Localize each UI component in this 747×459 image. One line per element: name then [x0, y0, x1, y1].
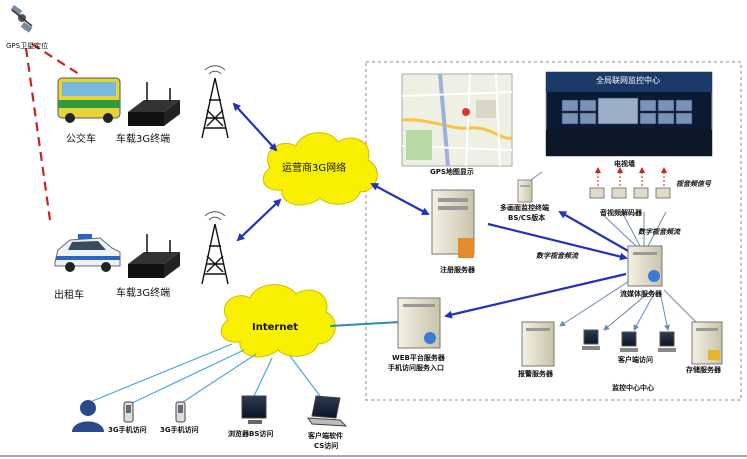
internet-client-links	[89, 343, 321, 405]
client-soft-label-2: CS访问	[314, 442, 339, 450]
satellite-icon	[10, 5, 33, 33]
user-person-icon	[72, 400, 104, 432]
cell-tower-2-icon	[201, 211, 229, 285]
av-signal-label: 视音频信号	[676, 180, 711, 188]
decoder-label: 音视频解码器	[600, 209, 642, 217]
terminal-2-icon	[128, 234, 180, 278]
laptop-icon	[307, 395, 348, 427]
media-server-icon	[627, 245, 663, 287]
digital-stream-label-2: 数字视音频流	[536, 252, 578, 260]
digital-stream-label-1: 数字视音频流	[638, 228, 680, 236]
browser-monitor-icon	[241, 395, 267, 424]
terminal-1-icon	[128, 82, 180, 126]
monitoring-center-frame	[365, 61, 742, 401]
tv-wall-label: 电视墙	[614, 160, 635, 168]
web-server-icon	[397, 297, 441, 349]
terminal-1-label: 车载3G终端	[116, 134, 171, 145]
center-label: 监控中心中心	[612, 384, 654, 392]
client-access-pcs	[582, 329, 676, 352]
multi-monitor-label-2: BS/CS版本	[508, 214, 546, 222]
register-server-label: 注册服务器	[440, 266, 475, 274]
internet-label: Internet	[252, 322, 299, 333]
media-server-label: 流媒体服务器	[620, 290, 662, 298]
phone-1-label: 3G手机访问	[108, 426, 147, 434]
internet-cloud	[220, 284, 336, 358]
av-decoders	[589, 187, 671, 199]
browser-label: 浏览器BS访问	[228, 430, 274, 438]
phone-1-icon	[123, 401, 134, 423]
phone-2-label: 3G手机访问	[160, 426, 199, 434]
storage-server-icon	[691, 321, 723, 365]
multi-monitor-terminal-icon	[517, 179, 533, 203]
bus-icon	[57, 77, 121, 123]
taxi-label: 出租车	[54, 290, 84, 301]
tv-wall-title: 全局联网监控中心	[596, 76, 660, 85]
gps-map-label: GPS地图显示	[430, 168, 474, 176]
alarm-server-label: 报警服务器	[518, 370, 553, 378]
decoder-to-tvwall-arrows	[595, 167, 667, 186]
web-server-label-1: WEB平台服务器	[392, 354, 445, 362]
multi-monitor-label-1: 多画面监控终端	[500, 204, 549, 212]
gps-map-display	[401, 73, 513, 167]
carrier-3g-cloud	[262, 132, 378, 206]
client-soft-label-1: 客户端软件	[308, 432, 343, 440]
terminal-2-label: 车载3G终端	[116, 288, 171, 299]
taxi-icon	[54, 234, 121, 272]
bus-label: 公交车	[66, 134, 96, 145]
client-access-label: 客户端访问	[618, 356, 653, 364]
gps-links	[24, 43, 83, 221]
cell-tower-1-icon	[201, 65, 229, 139]
register-server-icon	[431, 189, 475, 258]
network-arrows	[232, 102, 631, 327]
phone-2-icon	[175, 401, 186, 423]
web-server-label-2: 手机访问服务入口	[388, 364, 444, 372]
tv-wall-display	[545, 71, 713, 157]
storage-server-label: 存储服务器	[686, 366, 721, 374]
alarm-server-icon	[521, 321, 555, 367]
satellite-label: GPS卫星定位	[6, 42, 49, 50]
carrier-3g-label: 运营商3G网络	[282, 163, 347, 174]
